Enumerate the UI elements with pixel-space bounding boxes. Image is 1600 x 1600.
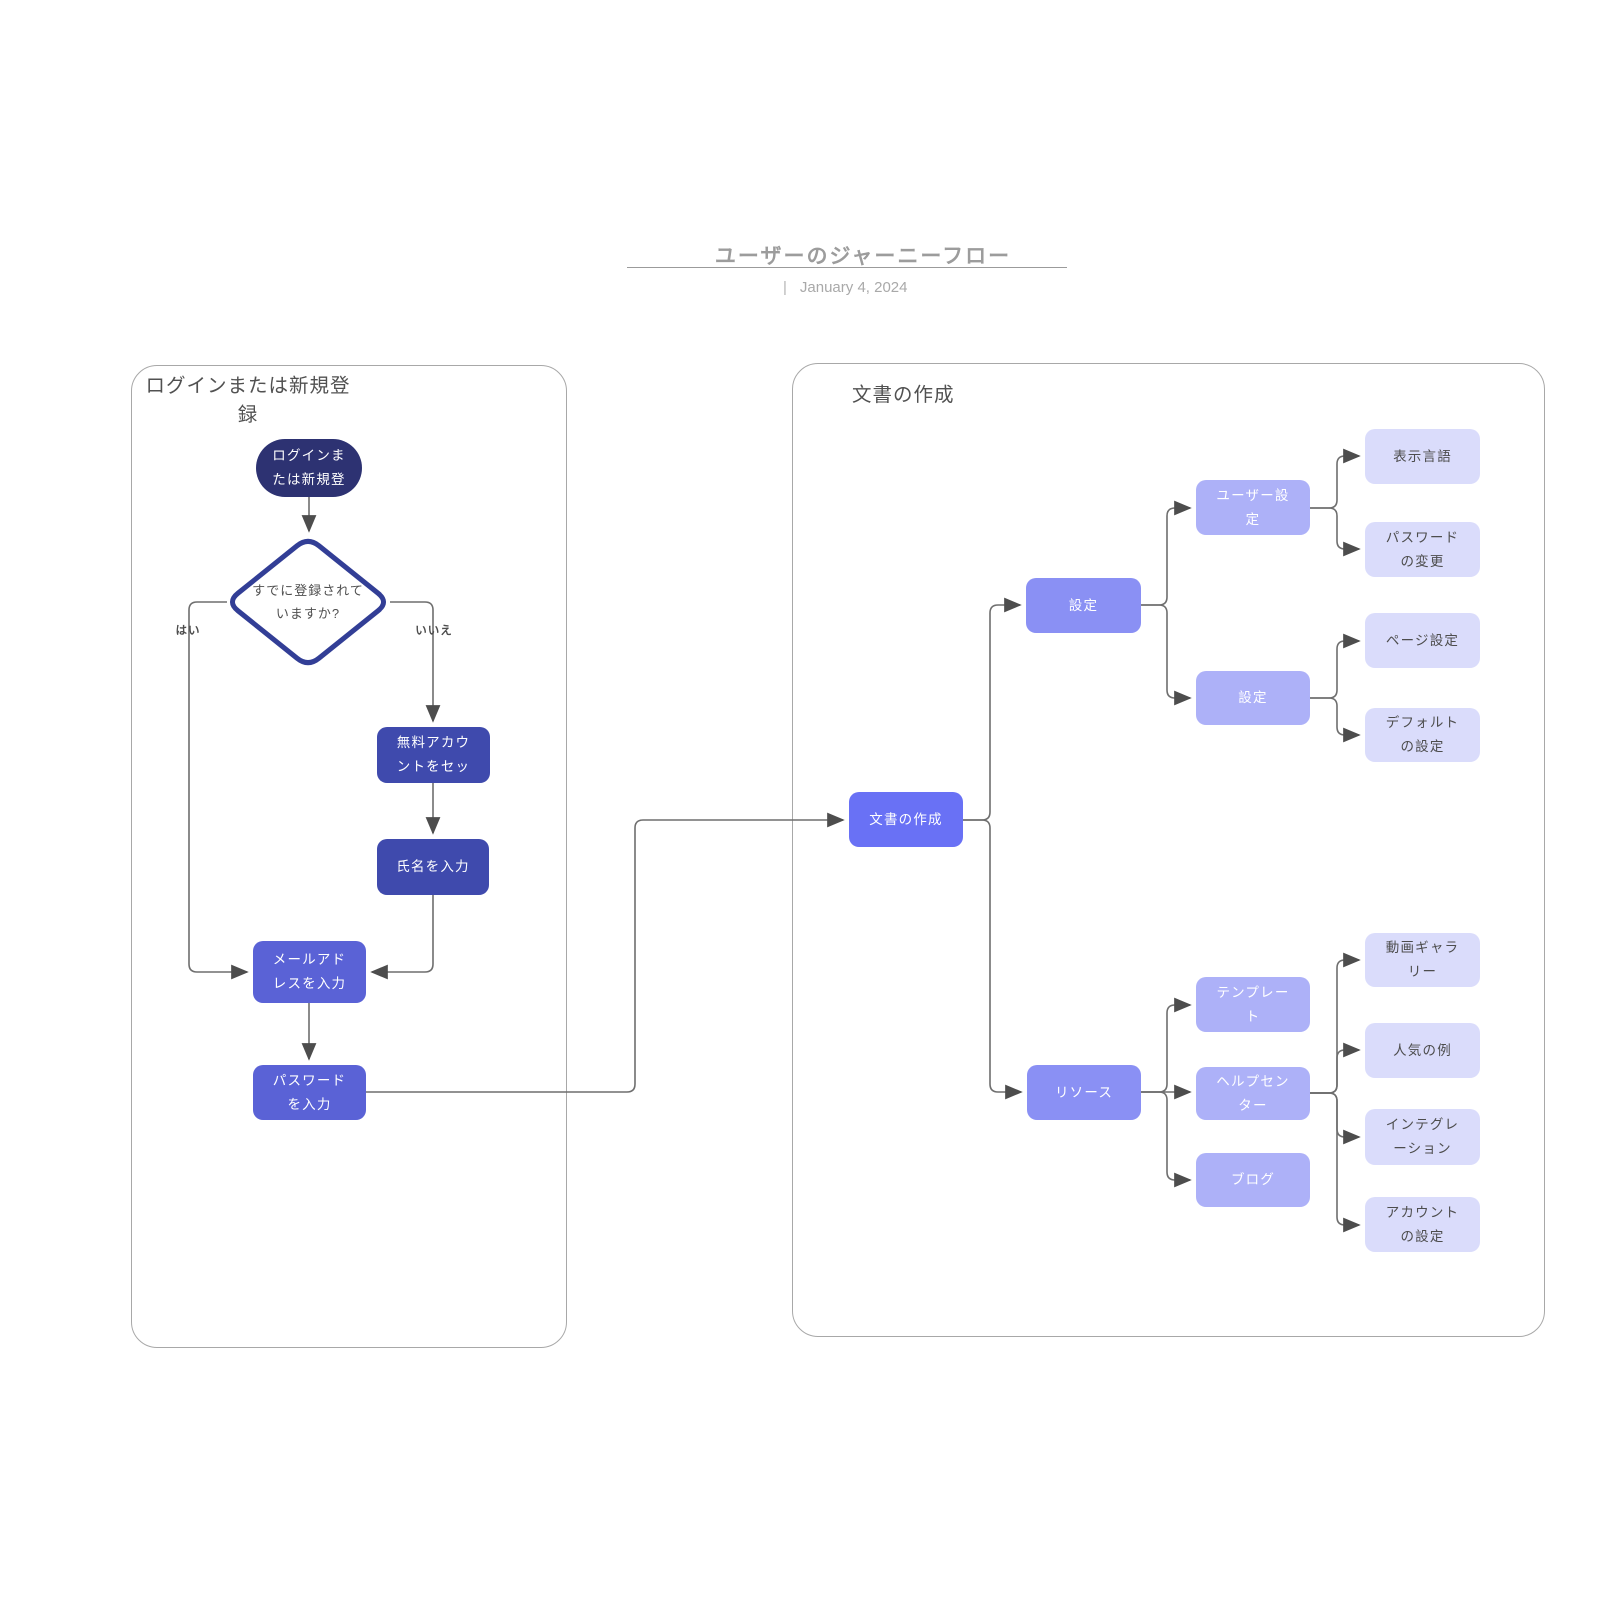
node-integrations[interactable]: インテグレ ーション	[1365, 1109, 1480, 1165]
node-enter-email[interactable]: メールアド レスを入力	[253, 941, 366, 1003]
node-enter-password[interactable]: パスワード を入力	[253, 1065, 366, 1120]
edge	[1310, 697, 1361, 743]
edge	[963, 597, 1022, 821]
edge	[963, 819, 1023, 1100]
edge	[390, 601, 441, 723]
date-separator: |	[783, 279, 787, 296]
date-text: January 4, 2024	[799, 279, 908, 296]
node-templates[interactable]: テンプレー ト	[1196, 977, 1310, 1032]
node-user-settings[interactable]: ユーザー設 定	[1196, 480, 1310, 535]
node-page-settings[interactable]: ページ設定	[1365, 613, 1480, 668]
node-account-settings[interactable]: アカウント の設定	[1365, 1197, 1480, 1252]
edge	[1310, 633, 1361, 699]
edge	[1310, 1042, 1361, 1094]
edge	[1310, 952, 1361, 1094]
edge	[1141, 500, 1192, 606]
edge	[1310, 1092, 1361, 1145]
node-default-settings[interactable]: デフォルト の設定	[1365, 708, 1480, 762]
title-underline	[627, 267, 1067, 268]
edge	[1141, 1091, 1192, 1188]
node-settings[interactable]: 設定	[1026, 578, 1141, 633]
container-doc-creation-title: 文書の作成	[852, 384, 955, 406]
node-settings-sub[interactable]: 設定	[1196, 671, 1310, 725]
date-row: | January 4, 2024	[783, 279, 907, 296]
node-blog[interactable]: ブログ	[1196, 1153, 1310, 1207]
edge	[1141, 997, 1192, 1093]
node-popular-examples[interactable]: 人気の例	[1365, 1023, 1480, 1078]
page-title: ユーザーのジャーニーフロー	[714, 245, 1012, 268]
container-doc-creation[interactable]	[792, 363, 1545, 1337]
node-decision-label: すでに登録されて いますか?	[252, 583, 364, 621]
edge	[370, 895, 434, 980]
edge-label-yes: はい	[175, 625, 201, 637]
node-free-account-setup[interactable]: 無料アカウ ントをセッ	[377, 727, 490, 783]
node-decision-shape[interactable]	[229, 538, 387, 666]
node-video-gallery[interactable]: 動画ギャラ リー	[1365, 933, 1480, 987]
node-enter-name[interactable]: 氏名を入力	[377, 839, 489, 895]
edge	[188, 601, 249, 980]
edge	[366, 812, 845, 1093]
node-resources[interactable]: リソース	[1027, 1065, 1141, 1120]
node-doc-creation-root[interactable]: 文書の作成	[849, 792, 963, 847]
edge	[1310, 1092, 1361, 1233]
container-login-signup-title: ログインまたは新規登 録	[145, 375, 351, 426]
edge-label-no: いいえ	[415, 625, 453, 637]
edge	[1310, 448, 1361, 509]
node-help-center[interactable]: ヘルプセン ター	[1196, 1067, 1310, 1120]
edge	[1310, 507, 1361, 557]
node-password-change[interactable]: パスワード の変更	[1365, 522, 1480, 577]
container-login-signup[interactable]	[131, 365, 567, 1348]
edges	[188, 448, 1361, 1233]
node-login-or-signup-start[interactable]: ログインま たは新規登	[256, 439, 362, 497]
node-display-language[interactable]: 表示言語	[1365, 429, 1480, 484]
edge	[1141, 604, 1192, 706]
